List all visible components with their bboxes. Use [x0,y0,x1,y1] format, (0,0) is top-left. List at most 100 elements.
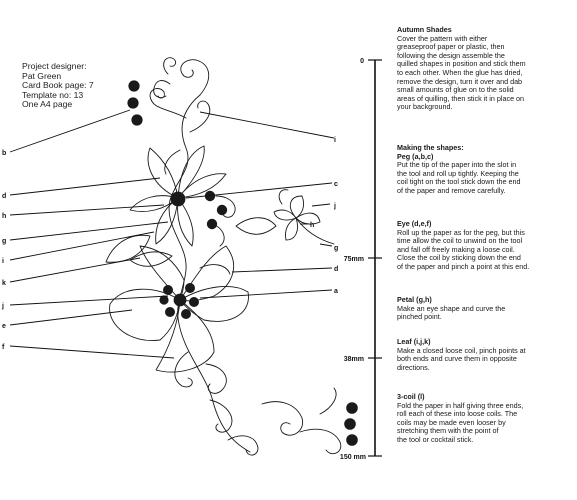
small-flower-petal [273,209,297,221]
peg-dot [344,418,356,430]
small-flower-petal [295,212,321,225]
peg-dot [346,402,358,414]
upper-petal [177,145,205,199]
body-line: Roll up the paper as for the peg, but th… [397,227,525,237]
big-petal [139,245,185,301]
peg-dot [181,309,191,319]
section-title: Autumn Shades [397,25,452,34]
body-line: roll each of these into loose coils. The [397,409,518,419]
diagram-label: g [334,245,338,252]
big-petal [179,286,249,322]
info-line: One A4 page [22,99,73,110]
upper-petal [129,195,179,212]
body-line: Make a closed loose coil, pinch points a… [397,345,526,355]
body-line: pinched point. [397,312,442,322]
leader-lines [9,109,335,359]
info-line: Card Book page: 7 [22,80,94,91]
info-line: Pat Green [22,70,62,81]
diagram-label: b [2,150,6,157]
diagram-label: f [2,344,5,351]
section-title: Making the shapes: [397,143,464,152]
peg-dot [131,114,143,126]
body-line: Put the tip of the paper into the slot i… [397,160,517,170]
body-line: of the paper and remove carefully. [397,185,506,195]
shape-title: Leaf (i,j,k) [397,337,431,346]
autumn-shades-section: Autumn Shades Cover the pattern with eit… [397,25,567,112]
shape-title: Peg (a,b,c) [397,151,434,161]
diagram-label: g [2,238,6,245]
upper-petal [147,147,179,199]
small-flower-petal [289,195,305,219]
leaf [235,217,277,235]
peg-dot [159,295,169,305]
diagram-label: i [334,137,336,144]
diagram-label: e [2,323,6,330]
leaf-section: Leaf (i,j,k) Make a closed loose coil, p… [397,337,567,372]
peg-dot [216,204,228,216]
peg-dots [127,80,358,446]
project-info: Project designer: Pat Green Card Book pa… [22,61,94,110]
shape-title: Petal (g,h) [397,295,432,304]
body-line: coil tight on the tool stick down the en… [397,177,521,187]
body-line: quilled shapes in position and stick the… [397,59,526,69]
diagram-label: k [2,280,6,287]
body-line: the tool and roll up tightly. Keeping th… [397,168,519,178]
body-line: both ends and curve them in opposite [397,354,517,364]
body-line: directions. [397,362,430,372]
body-line: greaseproof paper or plastic, then [397,42,505,52]
shape-title: Eye (d,e,f) [397,219,432,228]
big-petal [109,288,181,342]
peg-dot [346,434,358,446]
body-line: areas of quilling, then stick it in plac… [397,93,525,103]
diagram-label: d [334,266,338,273]
making-shapes-section: Making the shapes: Peg (a,b,c) Put the t… [397,143,567,196]
diagram-label: d [2,193,6,200]
three-coil-section: 3-coil (l) Fold the paper in half giving… [397,392,567,445]
body-line: following the design assemble the [397,50,505,60]
scale-mark-label: 0 [360,58,364,65]
main-vine [168,94,251,453]
upper-petal [177,173,227,199]
eye-section: Eye (d,e,f) Roll up the paper as for the… [397,219,567,272]
peg-dot [127,97,139,109]
leaf [105,234,151,263]
diagram-label: h [310,222,314,229]
diagram-label: j [333,203,336,210]
peg-dot [165,307,175,317]
shape-title: 3-coil (l) [397,392,425,401]
body-line: your background. [397,102,453,112]
peg-dot [204,190,216,202]
body-line: coils may be made even looser by [397,417,506,427]
body-line: Close the coil by sticking down the end [397,253,521,263]
big-petal [155,299,215,373]
body-line: the tool or cocktail stick. [397,434,474,444]
body-line: and fall off freely making a loose coil. [397,244,515,254]
peg-dot [185,283,195,293]
peg-dot [128,80,140,92]
upper-petal [177,197,194,247]
small-flower-petal [285,217,298,241]
diagram-label: c [334,181,338,188]
body-line: remove the design, turn it over and dab [397,76,523,86]
diagram-label: i [2,258,4,265]
body-line: stretching them with the point of [397,426,499,436]
peg-dot [170,191,186,207]
body-line: time allow the coil to unwind on the too… [397,236,523,246]
info-line: Project designer: [22,61,87,71]
peg-dot [173,293,187,307]
scale-mark-label: 150 mm [340,454,366,461]
diagram-label: a [334,288,338,295]
diagram-label: j [1,303,4,310]
body-line: to each other. When the glue has dried, [397,67,523,77]
body-line: small amounts of glue on to the solid [397,85,514,95]
body-line: Cover the pattern with either [397,33,488,43]
petal-section: Petal (g,h) Make an eye shape and curve … [397,295,567,322]
info-line: Template no: 13 [22,89,84,100]
body-line: of the paper and pinch a point at this e… [397,261,530,271]
scale-bar: 0 75mm 38mm 150 mm [340,58,382,461]
diagram-label: h [2,213,6,220]
peg-dot [189,297,199,307]
body-line: Make an eye shape and curve the [397,303,506,313]
scale-mark-label: 75mm [344,256,364,263]
